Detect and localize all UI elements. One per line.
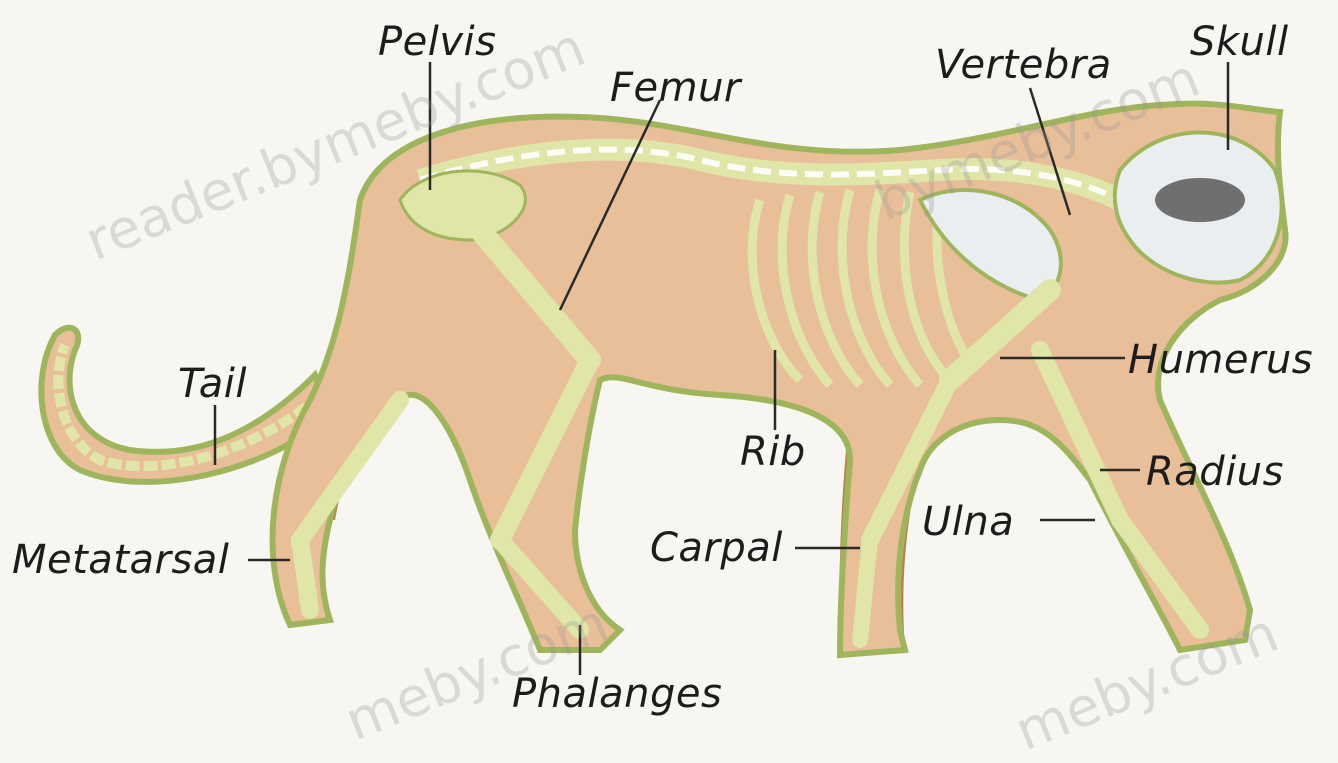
- label-metatarsal: Metatarsal: [12, 540, 229, 580]
- label-rib: Rib: [740, 432, 806, 472]
- label-skull: Skull: [1190, 22, 1289, 62]
- label-humerus: Humerus: [1128, 340, 1313, 380]
- label-tail: Tail: [178, 364, 247, 404]
- label-phalanges: Phalanges: [512, 674, 722, 714]
- label-pelvis: Pelvis: [378, 22, 496, 62]
- eye-socket: [1155, 178, 1245, 222]
- anatomy-diagram: reader.bymeby.com bymeby.com meby.com me…: [0, 0, 1338, 722]
- label-femur: Femur: [610, 68, 741, 108]
- label-ulna: Ulna: [922, 502, 1014, 542]
- label-carpal: Carpal: [650, 528, 783, 568]
- label-radius: Radius: [1146, 452, 1284, 492]
- front-paw-bones: [860, 540, 870, 640]
- label-vertebra: Vertebra: [935, 45, 1112, 85]
